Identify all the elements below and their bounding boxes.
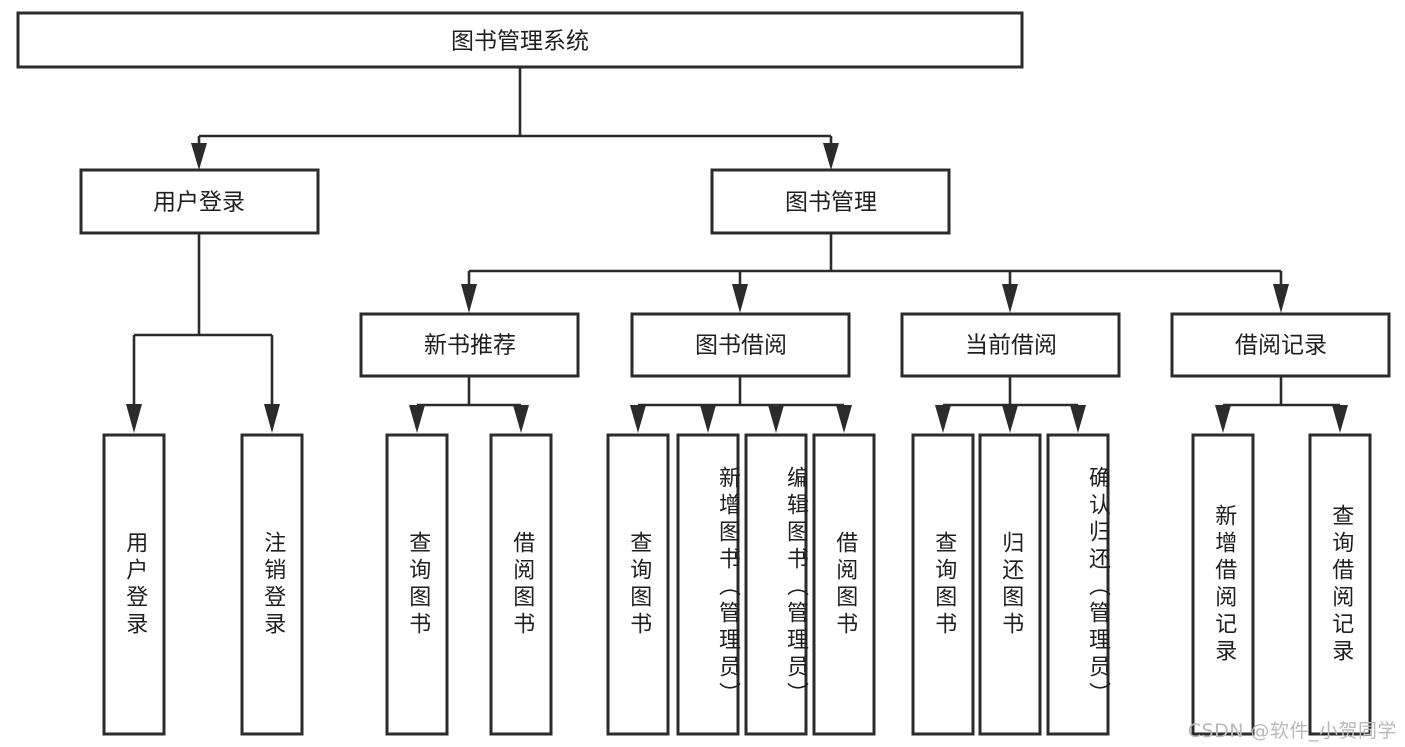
node-book-borrow-label: 图书借阅 bbox=[695, 333, 787, 359]
leaf-box-borrow-books-2[interactable] bbox=[812, 433, 876, 736]
arrowhead-leaf-query-books-3 bbox=[935, 405, 951, 433]
arrowhead-borrow-record bbox=[1273, 284, 1289, 313]
node-borrow-record[interactable]: 借阅记录 bbox=[1170, 312, 1391, 378]
node-new-book-recommend-box[interactable] bbox=[359, 312, 580, 378]
leaf-box-add-book-admin[interactable] bbox=[676, 433, 740, 736]
leaf-box-query-books-1[interactable] bbox=[385, 433, 449, 736]
arrowhead-leaf-borrow-books-2 bbox=[836, 405, 852, 433]
node-root[interactable]: 图书管理系统 bbox=[16, 11, 1024, 69]
node-user-login-box[interactable] bbox=[79, 168, 320, 235]
leaf-box-return-books[interactable] bbox=[978, 433, 1042, 736]
node-book-management[interactable]: 图书管理 bbox=[710, 168, 951, 235]
leaf-box-query-borrow-record[interactable] bbox=[1308, 433, 1372, 736]
node-root-box[interactable] bbox=[16, 11, 1024, 69]
leaf-box-query-books-2[interactable] bbox=[606, 433, 670, 736]
node-book-management-box[interactable] bbox=[710, 168, 951, 235]
node-current-borrow[interactable]: 当前借阅 bbox=[900, 312, 1121, 378]
node-borrow-record-box[interactable] bbox=[1170, 312, 1391, 378]
connector-layer bbox=[126, 67, 1348, 433]
node-root-label: 图书管理系统 bbox=[451, 29, 589, 55]
arrowhead-current-borrow bbox=[1002, 284, 1018, 313]
node-new-book-recommend[interactable]: 新书推荐 bbox=[359, 312, 580, 378]
arrowhead-leaf-add-borrow-record bbox=[1215, 405, 1231, 433]
arrowhead-leaf-edit-book-admin bbox=[768, 405, 784, 433]
arrowhead-book-borrow bbox=[732, 284, 748, 313]
arrowhead-leaf-user-login bbox=[126, 404, 142, 433]
arrowhead-leaf-confirm-return-admin bbox=[1070, 405, 1086, 433]
arrowhead-leaf-user-logout bbox=[264, 404, 280, 433]
arrowhead-leaf-query-borrow-record bbox=[1332, 405, 1348, 433]
arrowhead-new-book-recommend bbox=[461, 284, 477, 313]
node-new-book-recommend-label: 新书推荐 bbox=[424, 333, 516, 359]
leaf-box-layer bbox=[102, 433, 1372, 736]
leaf-box-user-logout[interactable] bbox=[240, 433, 304, 736]
leaf-box-confirm-return-admin[interactable] bbox=[1046, 433, 1110, 736]
leaf-box-query-books-3[interactable] bbox=[911, 433, 975, 736]
arrowhead-leaf-query-books-1 bbox=[409, 405, 425, 433]
leaf-box-borrow-books-1[interactable] bbox=[489, 433, 553, 736]
arrowhead-leaf-query-books-2 bbox=[630, 405, 646, 433]
arrowhead-user-login bbox=[191, 143, 207, 170]
node-book-borrow-box[interactable] bbox=[630, 312, 851, 378]
arrowhead-leaf-borrow-books-1 bbox=[513, 405, 529, 433]
leaf-box-edit-book-admin[interactable] bbox=[744, 433, 808, 736]
leaf-box-add-borrow-record[interactable] bbox=[1191, 433, 1255, 736]
csdn-watermark: CSDN @软件_小贺同学 bbox=[1187, 720, 1397, 742]
node-borrow-record-label: 借阅记录 bbox=[1235, 333, 1327, 359]
node-book-management-label: 图书管理 bbox=[785, 190, 877, 216]
node-user-login[interactable]: 用户登录 bbox=[79, 168, 320, 235]
arrowhead-book-management bbox=[823, 143, 839, 170]
arrowhead-leaf-add-book-admin bbox=[700, 405, 716, 433]
arrowhead-leaf-return-books bbox=[1002, 405, 1018, 433]
node-current-borrow-box[interactable] bbox=[900, 312, 1121, 378]
node-current-borrow-label: 当前借阅 bbox=[965, 333, 1057, 359]
node-book-borrow[interactable]: 图书借阅 bbox=[630, 312, 851, 378]
leaf-box-user-login[interactable] bbox=[102, 433, 166, 736]
node-user-login-label: 用户登录 bbox=[153, 190, 245, 216]
